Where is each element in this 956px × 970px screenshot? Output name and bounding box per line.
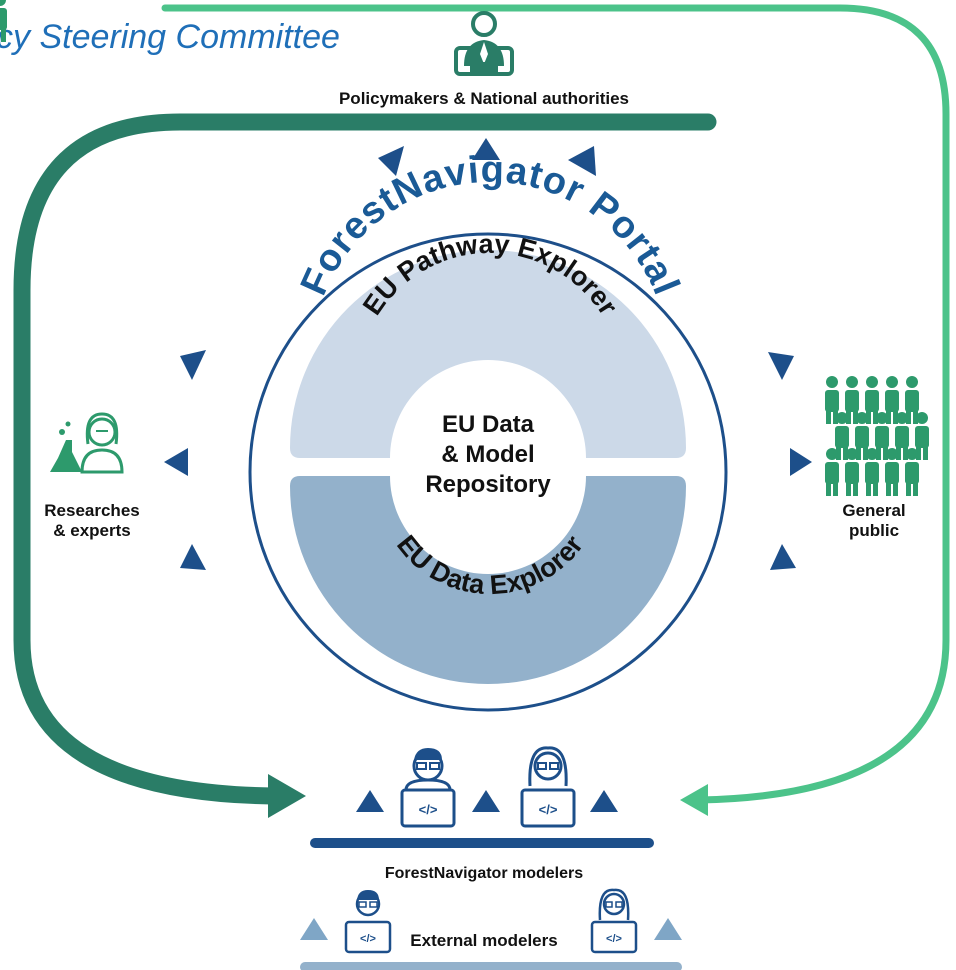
core-line-3: Repository	[425, 471, 551, 498]
top-triangle-center	[472, 138, 500, 160]
external-triangle-left	[300, 918, 328, 940]
researchers-label-line2: & experts	[53, 521, 130, 540]
public-label-line1: General	[842, 501, 905, 520]
external-modelers-label: External modelers	[410, 931, 557, 950]
forestnavigator-modelers-label: ForestNavigator modelers	[385, 865, 583, 882]
core-line-2: & Model	[441, 441, 534, 468]
male-modeler-icon: </>	[400, 748, 456, 828]
top-triangle-left	[378, 146, 404, 176]
researchers-label-line1: Researches	[44, 501, 139, 520]
light-green-loop	[161, 4, 950, 816]
svg-text:</>: </>	[606, 933, 622, 945]
external-female-icon: </>	[590, 888, 638, 954]
left-triangle-upper	[180, 350, 206, 380]
researcher-icon	[50, 412, 124, 474]
external-male-icon: </>	[344, 890, 392, 954]
external-bar	[300, 962, 682, 970]
top-triangle-right	[568, 146, 596, 176]
female-modeler-icon: </>	[520, 746, 576, 828]
public-label-line2: public	[849, 521, 899, 540]
left-triangle-lower	[180, 544, 206, 570]
right-triangle-upper	[768, 352, 794, 380]
right-triangle-lower	[770, 544, 796, 570]
dark-green-loop	[13, 113, 717, 818]
pathway-explorer-ring	[290, 250, 686, 458]
bottom-triangle-2	[472, 790, 500, 812]
dark-green-arrowhead	[268, 774, 306, 818]
svg-text:</>: </>	[360, 933, 376, 945]
core-line-1: EU Data	[442, 411, 535, 438]
right-triangle-middle	[790, 448, 812, 476]
svg-text:</>: </>	[539, 802, 558, 817]
policymakers-label: Policymakers & National authorities	[339, 89, 629, 108]
left-triangle-middle	[164, 448, 188, 476]
external-triangle-right	[654, 918, 682, 940]
bottom-triangle-3	[590, 790, 618, 812]
policymaker-icon	[454, 11, 514, 76]
committee-title: cy Steering Committee	[0, 18, 340, 56]
svg-text:</>: </>	[419, 802, 438, 817]
bottom-triangle-1	[356, 790, 384, 812]
crowd-icon	[0, 0, 929, 496]
data-explorer-ring	[290, 476, 686, 684]
light-green-arrowhead	[680, 784, 708, 816]
modelers-bar	[310, 838, 654, 848]
